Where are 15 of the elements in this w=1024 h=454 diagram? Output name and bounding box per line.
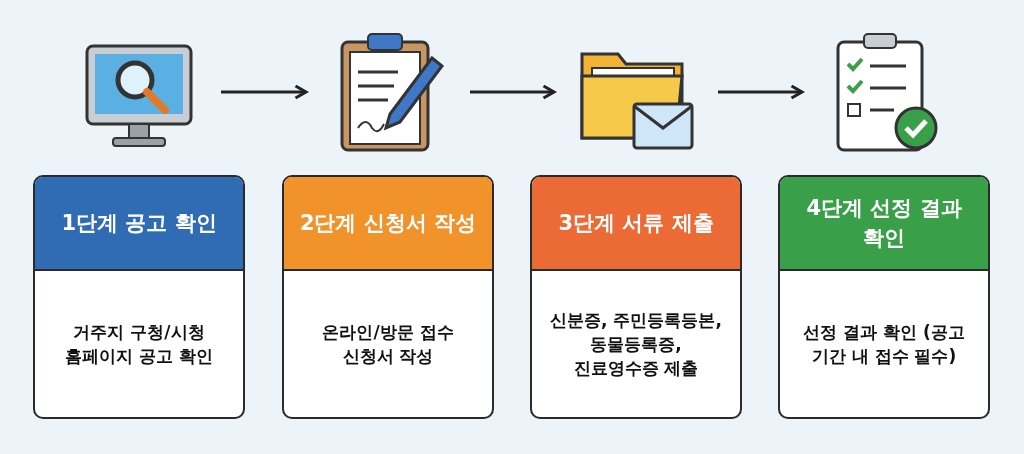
step-card (530, 175, 742, 419)
arrow (718, 84, 804, 100)
step-title: 4단계 선정 결과 확인 (780, 177, 988, 271)
arrow (221, 84, 308, 100)
step-title: 1단계 공고 확인 (35, 177, 243, 271)
step-title: 2단계 신청서 작성 (284, 177, 492, 271)
arrow (470, 84, 556, 100)
step-description: 선정 결과 확인 (공고 기간 내 접수 필수) (802, 321, 966, 368)
step-card (33, 175, 245, 419)
step-card (282, 175, 494, 419)
step-description: 온라인/방문 접수 신청서 작성 (321, 321, 455, 368)
step-description: 신분증, 주민등록등본, 동물등록증, 진료영수증 제출 (549, 309, 723, 380)
step-title: 3단계 서류 제출 (532, 177, 740, 271)
step-card (778, 175, 990, 419)
step-description: 거주지 구청/시청 홈페이지 공고 확인 (64, 321, 214, 368)
